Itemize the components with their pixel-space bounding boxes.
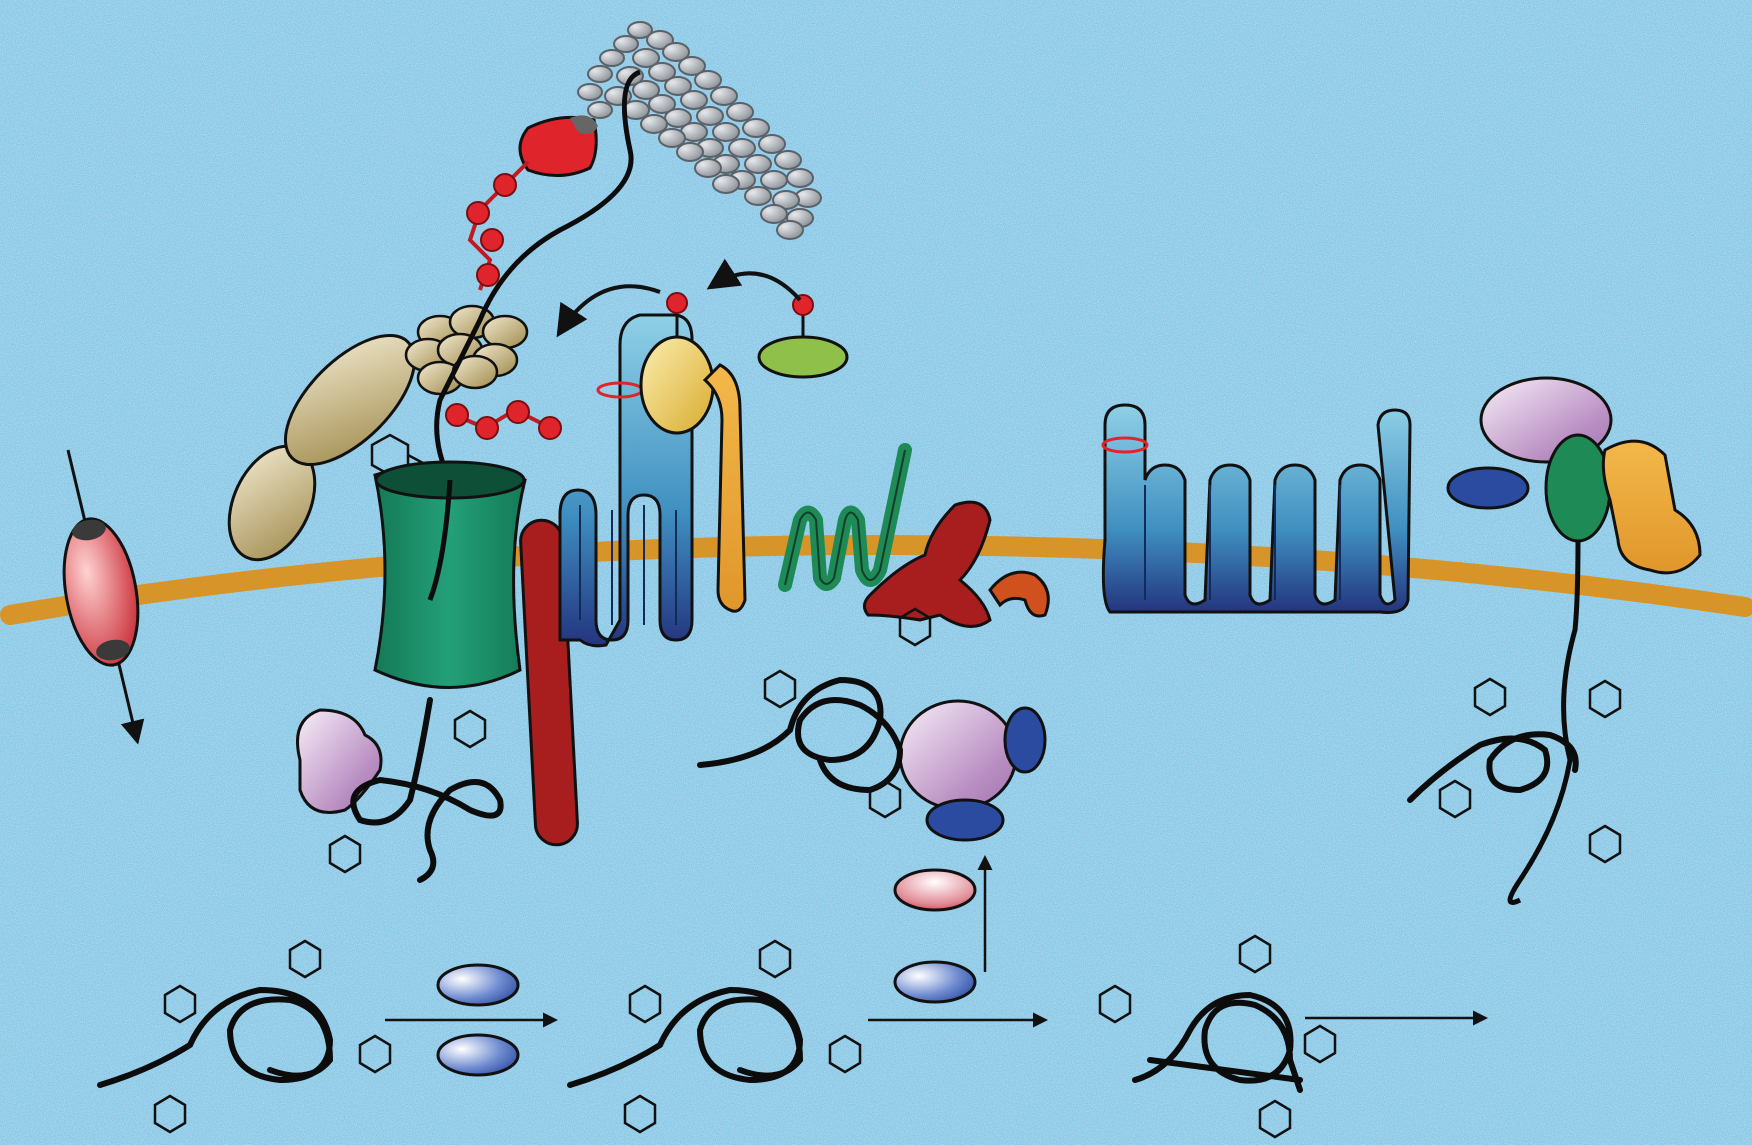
proteasome-cylinder-icon bbox=[375, 462, 525, 688]
